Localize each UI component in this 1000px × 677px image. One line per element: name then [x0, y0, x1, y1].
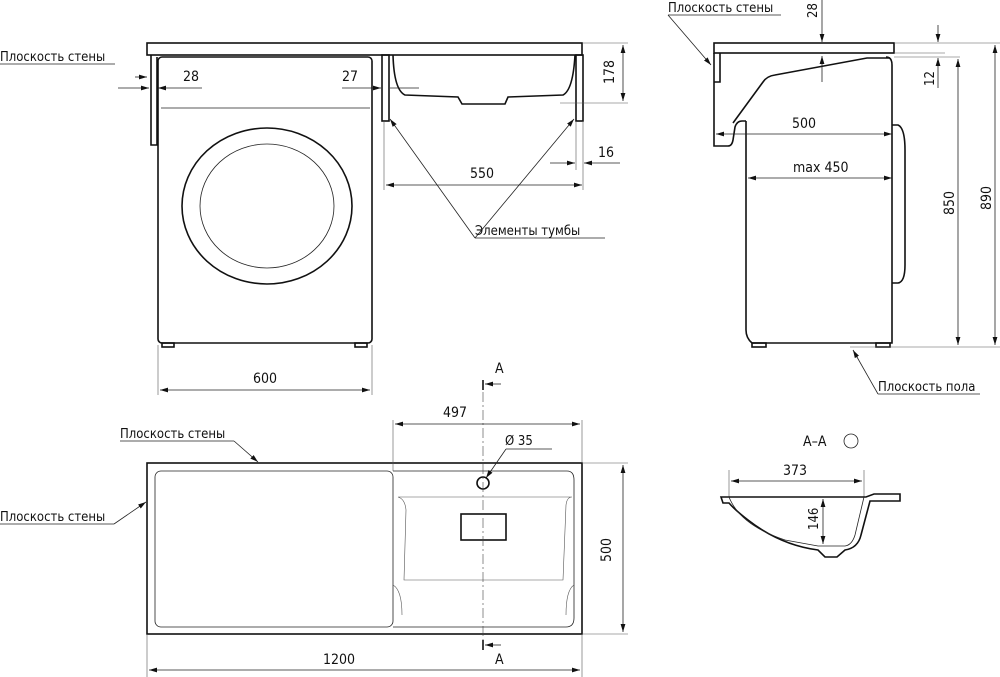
label-wall-plane-left: Плоскость стены [0, 510, 105, 525]
dim-cabinet-width: 550 [470, 166, 494, 182]
dim-tap-hole: Ø 35 [505, 434, 533, 449]
dim-top-depth: 500 [599, 538, 615, 562]
dim-left-gap: 28 [183, 69, 199, 85]
section-mark-bottom: A [495, 652, 504, 668]
countertop-front [146, 42, 583, 56]
dim-washer-height: 850 [942, 191, 958, 215]
dry-area [154, 470, 394, 628]
basin-side-profile [732, 57, 890, 124]
washer-foot [354, 342, 368, 348]
washer-side-body [745, 56, 893, 344]
label-wall-plane: Плоскость стены [0, 50, 105, 65]
washer-foot [161, 342, 175, 348]
label-wall-plane-top: Плоскость стены [120, 427, 225, 442]
basin-inner [397, 496, 573, 581]
dim-section-width: 373 [783, 463, 807, 479]
dim-total-height: 890 [979, 186, 995, 210]
cabinet-wall-left [381, 54, 390, 122]
washer-door-outer [181, 127, 353, 285]
scale-circle-icon [843, 433, 859, 449]
washer-body [157, 56, 373, 344]
side-view: 28 12 500 max 450 850 890 Плоскость стен… [667, 0, 1000, 395]
drain-overflow [460, 513, 507, 541]
label-cabinet-elements: Элементы тумбы [475, 224, 580, 239]
dim-side-top: 28 [806, 3, 821, 18]
dim-sink-depth: 178 [602, 60, 618, 84]
washer-door-inner [199, 143, 335, 269]
basin-outline [393, 470, 575, 628]
dim-right-gap: 27 [342, 69, 358, 85]
dim-washer-depth: max 450 [793, 160, 848, 176]
section-view: A–A 373 146 [719, 433, 901, 558]
countertop-top [146, 462, 583, 635]
section-title: A–A [803, 434, 827, 450]
basin-section-inner [728, 496, 865, 547]
dim-tap-offset: 497 [443, 405, 467, 421]
label-wall-plane-side: Плоскость стены [668, 1, 773, 16]
cabinet-wall-right [575, 54, 584, 122]
dim-top-length: 1200 [323, 652, 355, 668]
dim-washer-width: 600 [253, 371, 277, 387]
label-floor-plane: Плоскость пола [878, 380, 975, 395]
washer-door-side [892, 124, 906, 284]
dim-wall-thickness: 16 [598, 145, 614, 161]
top-view: A A 497 Ø 35 500 1200 Плоскость стены Пл… [0, 361, 628, 677]
dim-side-depth: 500 [792, 116, 816, 132]
side-bracket [713, 53, 746, 147]
section-mark-top: A [495, 361, 504, 377]
wall-bracket [150, 55, 158, 146]
washer-foot [875, 342, 891, 348]
countertop-side [713, 42, 895, 54]
basin-contour [392, 584, 575, 616]
front-view: 28 27 178 16 550 600 Плоскость стены Эле… [0, 42, 628, 395]
washer-foot [751, 342, 767, 348]
dim-side-gap: 12 [923, 71, 938, 86]
basin-profile [392, 54, 576, 105]
dim-section-depth: 146 [807, 508, 822, 530]
